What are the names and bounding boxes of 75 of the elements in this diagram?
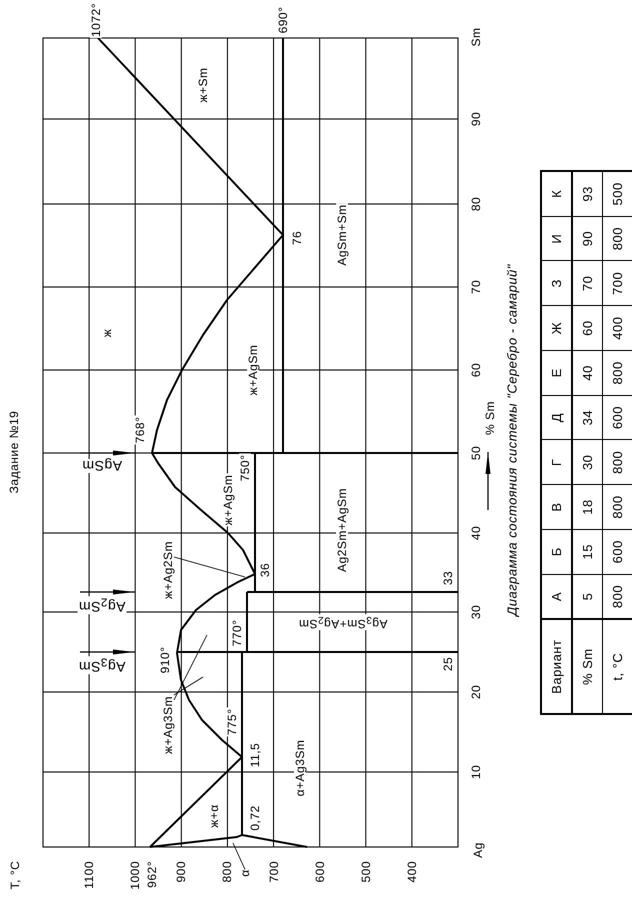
- table-cell: 30: [572, 440, 602, 485]
- tick-label: 50: [470, 444, 482, 462]
- tick-label: 800: [221, 860, 233, 884]
- axis-end-label: Ag: [472, 841, 484, 859]
- phase-label: ж+Sm: [197, 66, 209, 104]
- tick-label: 700: [268, 860, 280, 884]
- tick-label: 10: [470, 764, 482, 780]
- composition-label: 76: [291, 230, 303, 246]
- phase-label: Ag2Sm+AgSm: [336, 486, 348, 574]
- table-cell: 34: [572, 395, 602, 440]
- table-cell: А: [541, 574, 572, 620]
- temperature-label: 1072°: [90, 2, 102, 38]
- table-cell: 5: [572, 574, 602, 620]
- diagram-caption: Диаграмма состояния системы "Серебро - самарий": [506, 263, 518, 617]
- table-cell: % Sm: [572, 619, 602, 714]
- axis-end-label: Sm: [470, 26, 482, 48]
- tick-label: 1000: [129, 860, 141, 891]
- table-cell: 93: [572, 171, 602, 216]
- table-cell: Б: [541, 529, 572, 574]
- tick-label: 70: [470, 278, 482, 296]
- table-cell: Ж: [541, 306, 572, 350]
- table-cell: 60: [572, 306, 602, 350]
- table-cell: К: [541, 171, 572, 216]
- table-cell: t, °C: [602, 619, 632, 714]
- temperature-label: 750°: [239, 454, 251, 482]
- temperature-label: 768°: [134, 416, 146, 444]
- table-cell: 40: [572, 350, 602, 396]
- phase-label: ж+AgSm: [247, 344, 259, 396]
- table-cell: Г: [541, 440, 572, 485]
- temperature-label: 690°: [277, 6, 289, 34]
- phase-label: ж+AgSm: [222, 474, 234, 526]
- phase-label: α+Ag3Sm: [294, 738, 306, 798]
- tick-label: 80: [470, 196, 482, 212]
- leader-line: [174, 556, 246, 578]
- tick-label: 500: [360, 860, 372, 884]
- tick-label: 1100: [83, 860, 95, 890]
- table-cell: И: [541, 216, 572, 261]
- table-cell: Вариант: [541, 619, 572, 714]
- phase-label: ж+α: [208, 803, 220, 829]
- table-cell: Д: [541, 395, 572, 440]
- callout-label: ж+Ag2Sm: [162, 541, 174, 599]
- table-cell: З: [541, 261, 572, 306]
- composition-label: 11,5: [249, 742, 261, 768]
- axis-title: T, °C: [9, 860, 21, 890]
- callout-label: α: [239, 869, 251, 877]
- temperature-label: 770°: [231, 618, 243, 648]
- table-cell: Е: [541, 350, 572, 396]
- temperature-label: 775°: [226, 708, 238, 736]
- tick-label: 60: [470, 362, 482, 378]
- leader-line: [232, 842, 246, 870]
- table-cell: 70: [572, 261, 602, 306]
- tick-label: 900: [175, 860, 187, 884]
- tick-label: 30: [470, 604, 482, 620]
- composition-label: 0,72: [249, 804, 261, 832]
- compound-label: AgSm: [80, 459, 124, 473]
- table-cell: 18: [572, 484, 602, 530]
- temperature-label: 910°: [159, 646, 171, 674]
- table-cell: 90: [572, 216, 602, 261]
- composition-label: 36: [259, 562, 271, 578]
- leader-line: [174, 634, 208, 700]
- phase-label: AgSm+Sm: [336, 203, 348, 267]
- tick-label: 600: [314, 860, 326, 884]
- leader-line: [174, 676, 204, 696]
- composition-label: 25: [442, 656, 454, 672]
- temperature-label: 962°: [146, 860, 158, 889]
- table-cell: В: [541, 484, 572, 530]
- tick-label: 20: [470, 684, 482, 700]
- diagram-title: Задание №19: [8, 410, 20, 494]
- tick-label: 400: [406, 860, 418, 884]
- table-cell: 15: [572, 529, 602, 574]
- tick-label: 40: [470, 524, 482, 542]
- composition-label: 33: [442, 570, 454, 586]
- callout-label: ж+Ag3Sm: [162, 696, 174, 754]
- tick-label: 90: [470, 110, 482, 128]
- axis-title: % Sm: [484, 400, 496, 436]
